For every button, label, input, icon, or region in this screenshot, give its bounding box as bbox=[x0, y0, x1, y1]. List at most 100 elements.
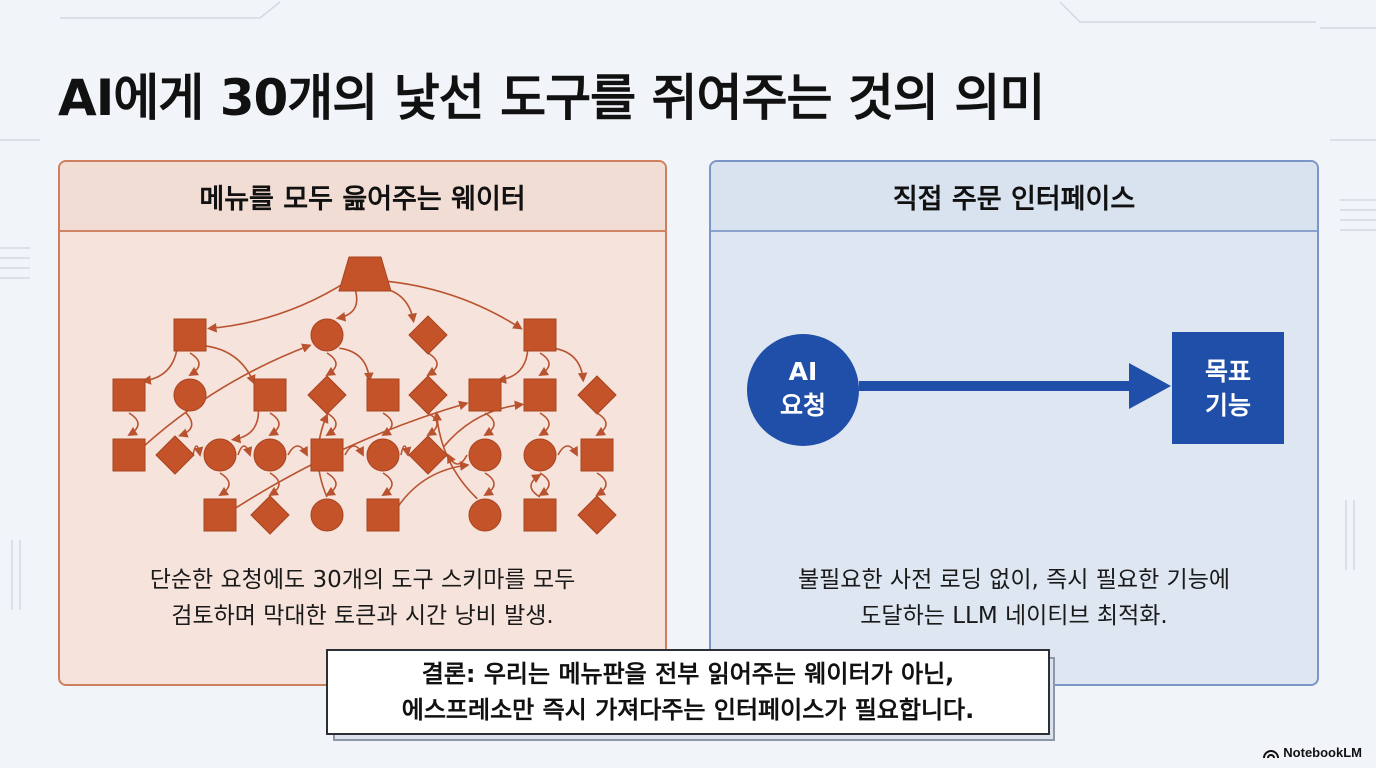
flowchart-edge bbox=[538, 412, 550, 437]
direct-order-panel: 직접 주문 인터페이스 AI 요청 목표 기능 불필요한 사전 로딩 없이, 즉… bbox=[709, 160, 1319, 686]
flowchart-edge bbox=[381, 412, 393, 437]
flowchart-node bbox=[408, 375, 448, 415]
flowchart-edge bbox=[552, 347, 588, 383]
direct-order-panel-heading: 직접 주문 인터페이스 bbox=[711, 162, 1317, 232]
waiter-panel-description: 단순한 요청에도 30개의 도구 스키마를 모두 검토하며 막대한 토큰과 시간… bbox=[60, 562, 665, 634]
flowchart-node bbox=[310, 438, 344, 472]
flowchart-edge bbox=[496, 348, 529, 384]
flowchart-node bbox=[577, 495, 617, 535]
flowchart-edge bbox=[192, 445, 204, 457]
notebooklm-branding: NotebookLM bbox=[1263, 745, 1362, 760]
flowchart-edge bbox=[268, 472, 280, 497]
flowchart-node bbox=[577, 375, 617, 415]
target-function-label-line2: 기능 bbox=[1205, 391, 1251, 420]
direct-order-description: 불필요한 사전 로딩 없이, 즉시 필요한 기능에 도달하는 LLM 네이티브 … bbox=[711, 562, 1317, 634]
flowchart-node bbox=[310, 498, 344, 532]
flowchart-edge bbox=[325, 412, 337, 437]
conclusion-line2: 에스프레소만 즉시 가져다주는 인터페이스가 필요합니다. bbox=[401, 696, 975, 724]
flowchart-edge bbox=[377, 286, 417, 324]
flowchart-node bbox=[366, 378, 400, 412]
flowchart-edge bbox=[268, 412, 280, 437]
flowchart-edge bbox=[397, 461, 470, 507]
flowchart-node bbox=[366, 438, 400, 472]
flowchart-node bbox=[523, 378, 557, 412]
flowchart-edge bbox=[557, 445, 578, 457]
flowchart-node bbox=[408, 435, 448, 475]
flowchart-edge bbox=[426, 352, 438, 377]
flowchart-node bbox=[253, 378, 287, 412]
direct-flow-diagram: AI 요청 목표 기능 bbox=[747, 332, 1284, 446]
flowchart-node bbox=[250, 495, 290, 535]
flowchart-edge bbox=[287, 445, 308, 457]
flowchart-edge bbox=[325, 472, 337, 497]
flowchart-edge bbox=[483, 412, 495, 437]
flowchart-edge bbox=[381, 280, 523, 330]
flowchart-edge bbox=[595, 412, 607, 437]
notebooklm-logo-icon bbox=[1263, 749, 1280, 758]
flowchart-edge bbox=[235, 400, 469, 509]
flowchart-edge bbox=[178, 411, 193, 438]
flowchart-edge bbox=[325, 352, 337, 377]
flowchart-node bbox=[366, 498, 400, 532]
flowchart-node bbox=[173, 318, 207, 352]
flowchart-edge bbox=[400, 445, 412, 457]
direct-description-line1: 불필요한 사전 로딩 없이, 즉시 필요한 기능에 bbox=[797, 567, 1231, 593]
flowchart-edge bbox=[530, 473, 542, 498]
flowchart-edge bbox=[230, 408, 260, 444]
direct-description-line2: 도달하는 LLM 네이티브 최적화. bbox=[860, 603, 1168, 629]
flowchart-edge bbox=[432, 411, 478, 500]
waiter-description-line2: 검토하며 막대한 토큰과 시간 낭비 발생. bbox=[171, 603, 554, 629]
notebooklm-label: NotebookLM bbox=[1283, 745, 1362, 760]
waiter-panel: 메뉴를 모두 읊어주는 웨이터 단순한 요청에도 30개의 도구 스키마를 모두… bbox=[58, 160, 667, 686]
flowchart-edge bbox=[127, 412, 139, 437]
flowchart-edge bbox=[443, 400, 525, 448]
target-function-node bbox=[1172, 332, 1284, 444]
target-function-label-line1: 목표 bbox=[1205, 357, 1251, 386]
conclusion-line1: 결론: 우리는 메뉴판을 전부 읽어주는 웨이터가 아닌, bbox=[421, 660, 955, 688]
flowchart-edge bbox=[335, 289, 358, 322]
flowchart-node bbox=[112, 378, 146, 412]
complex-tool-flowchart bbox=[112, 256, 617, 535]
flowchart-node bbox=[523, 438, 557, 472]
flowchart-node bbox=[203, 438, 237, 472]
flowchart-edge bbox=[538, 352, 550, 377]
flowchart-edge bbox=[538, 472, 550, 497]
flowchart-edge bbox=[143, 343, 312, 447]
flowchart-node bbox=[310, 318, 344, 352]
flowchart-node bbox=[468, 498, 502, 532]
flowchart-edge bbox=[483, 472, 495, 497]
flowchart-edge bbox=[447, 453, 468, 465]
flowchart-edge bbox=[188, 352, 200, 377]
direct-arrow-head bbox=[1129, 363, 1171, 409]
flowchart-node bbox=[155, 435, 195, 475]
flowchart-node bbox=[580, 438, 614, 472]
ai-request-label-line2: 요청 bbox=[780, 391, 826, 420]
flowchart-edge bbox=[237, 445, 253, 457]
page-title: AI에게 30개의 낯선 도구를 쥐여주는 것의 의미 bbox=[58, 69, 1045, 127]
flowchart-edge bbox=[218, 472, 230, 497]
flowchart-node bbox=[468, 378, 502, 412]
flowchart-node bbox=[253, 438, 287, 472]
flowchart-node bbox=[173, 378, 207, 412]
flowchart-node bbox=[468, 438, 502, 472]
flowchart-edge bbox=[339, 347, 374, 383]
waiter-description-line1: 단순한 요청에도 30개의 도구 스키마를 모두 bbox=[149, 567, 576, 593]
flowchart-node bbox=[338, 256, 392, 292]
conclusion-box: 결론: 우리는 메뉴판을 전부 읽어주는 웨이터가 아닌, 에스프레소만 즉시 … bbox=[326, 649, 1050, 735]
flowchart-edge bbox=[141, 347, 178, 385]
flowchart-edge bbox=[344, 445, 364, 457]
flowchart-node bbox=[307, 375, 347, 415]
flowchart-node bbox=[112, 438, 146, 472]
flowchart-node bbox=[523, 318, 557, 352]
flowchart-edge bbox=[204, 345, 256, 385]
ai-request-node bbox=[747, 334, 859, 446]
flowchart-node bbox=[408, 315, 448, 355]
flowchart-node bbox=[523, 498, 557, 532]
flowchart-edge bbox=[595, 472, 607, 497]
flowchart-edge bbox=[381, 472, 393, 497]
flowchart-edge bbox=[426, 412, 438, 437]
flowchart-edge bbox=[207, 280, 349, 333]
ai-request-label-line1: AI bbox=[789, 357, 818, 386]
waiter-panel-heading: 메뉴를 모두 읊어주는 웨이터 bbox=[60, 162, 665, 232]
